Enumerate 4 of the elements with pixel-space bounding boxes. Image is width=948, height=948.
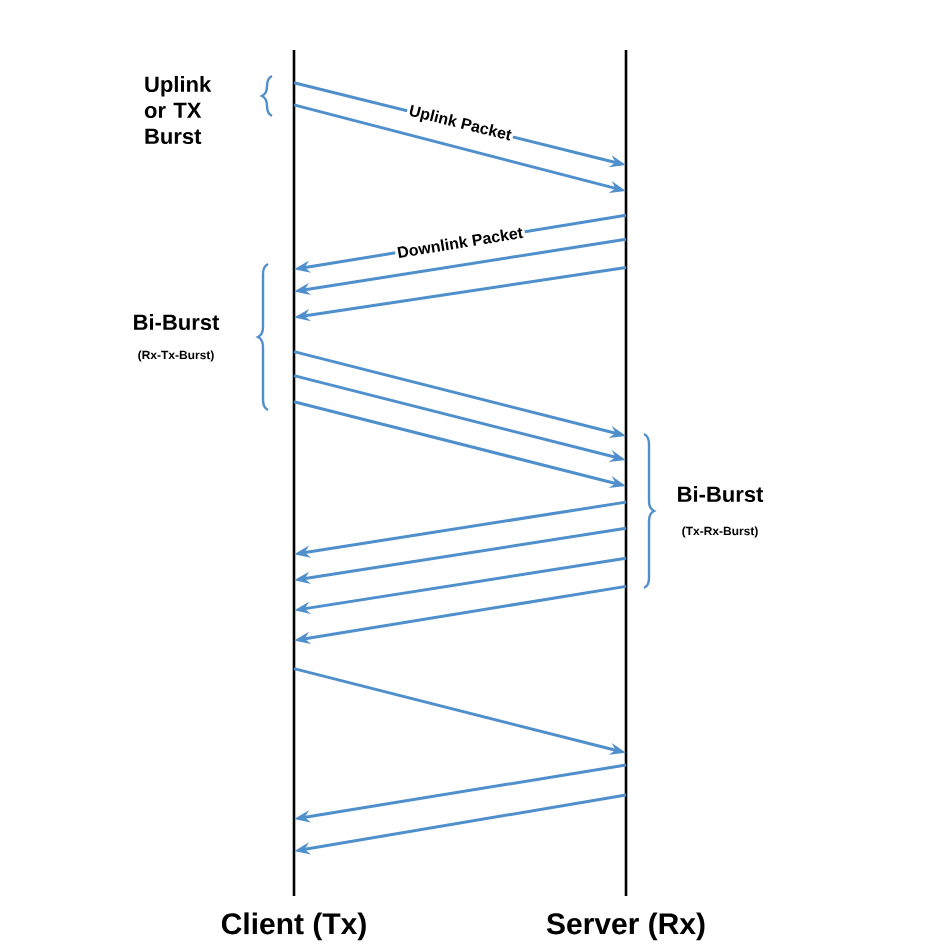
lifeline: Client (Tx) [221,48,366,941]
edge-label: Downlink Packet [394,223,526,261]
edge-label: Uplink Packet [404,101,516,147]
annotation: Bi-Burst [678,485,764,503]
